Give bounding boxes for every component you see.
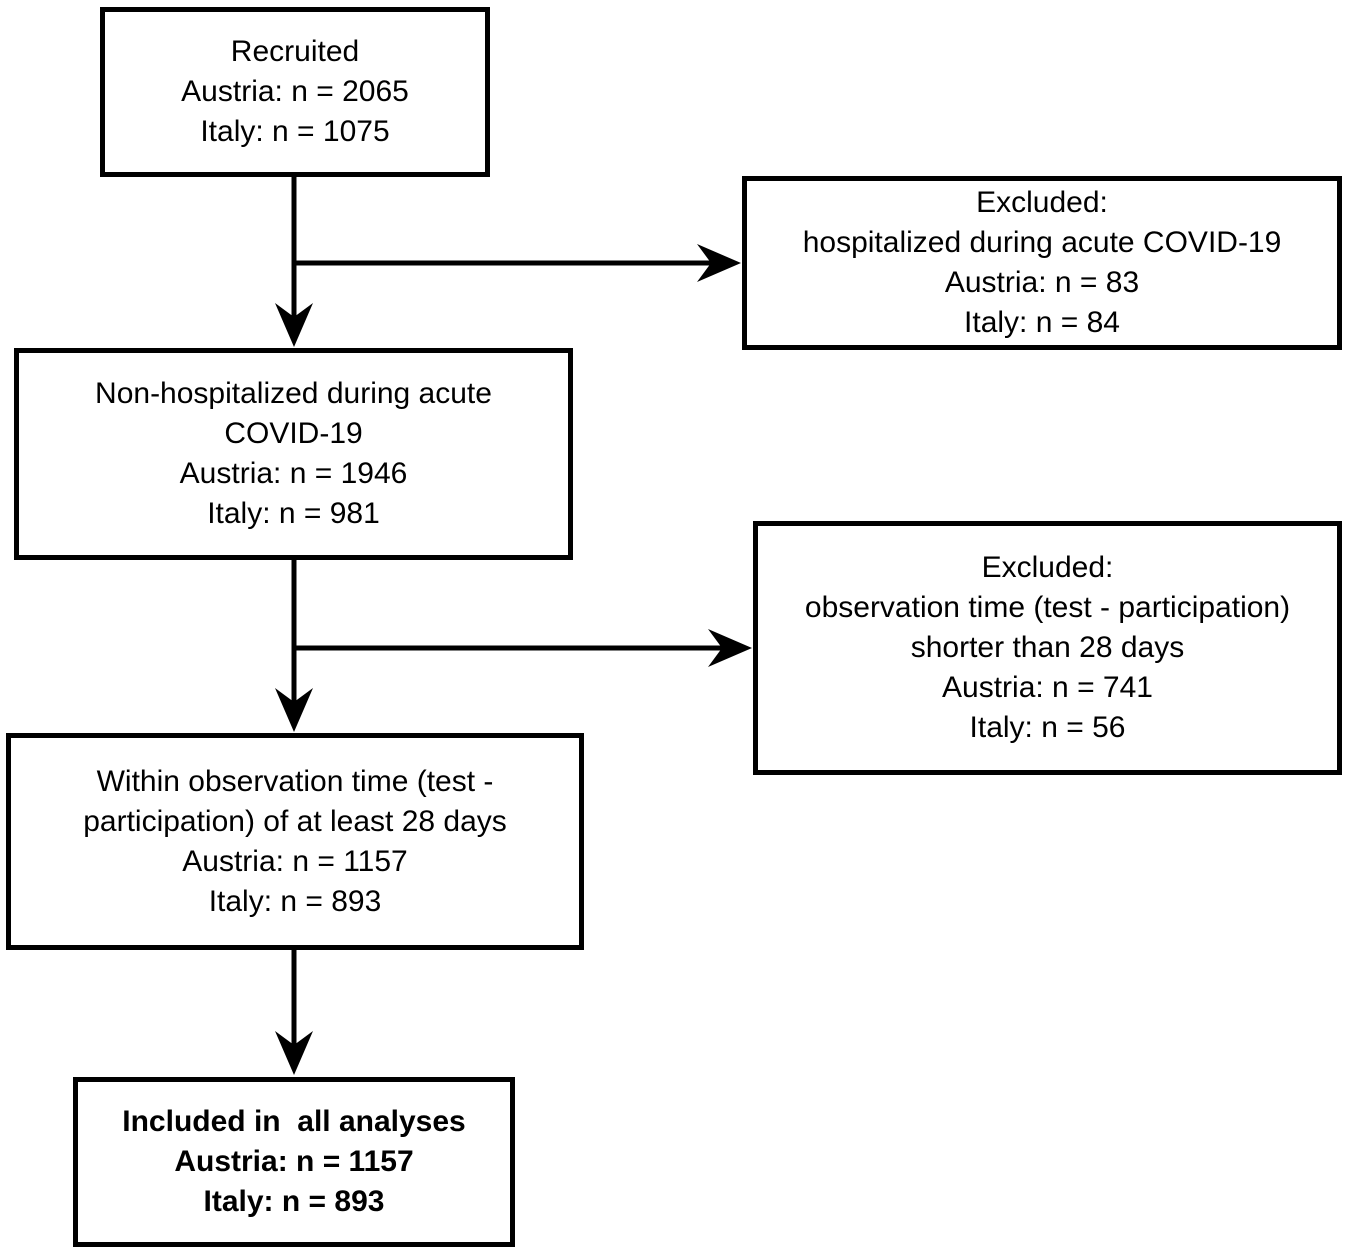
box-text-line: participation) of at least 28 days xyxy=(83,804,507,838)
box-text-line: observation time (test - participation) xyxy=(804,591,1291,624)
box-text-line: Austria: n = 1157 xyxy=(174,1145,414,1178)
box-text-line: Italy: n = 56 xyxy=(969,711,1126,744)
box-text-line: Excluded: xyxy=(981,551,1114,584)
box-text-line: Italy: n = 1075 xyxy=(200,115,390,148)
box-text-line: Austria: n = 83 xyxy=(944,266,1140,299)
box-text-line: Italy: n = 893 xyxy=(203,1185,385,1218)
flow-box-non-hospitalized: Non-hospitalized during acute COVID-19 A… xyxy=(14,348,573,560)
arrowhead-right-icon xyxy=(697,244,741,282)
connector-nonhospitalized-to-withinobservation xyxy=(275,560,313,732)
box-text-line: Included in all analyses xyxy=(122,1105,466,1138)
box-text-line: Non-hospitalized during acute xyxy=(95,377,492,410)
flow-box-recruited: Recruited Austria: n = 2065 Italy: n = 1… xyxy=(100,7,490,177)
box-text-line: Austria: n = 741 xyxy=(942,671,1153,704)
box-text-line: shorter than 28 days xyxy=(910,631,1185,664)
arrowhead-down-icon xyxy=(275,1031,313,1075)
flow-box-excluded-observation: Excluded: observation time (test - parti… xyxy=(753,521,1342,775)
box-text-line: Recruited xyxy=(230,35,360,68)
connector-recruited-to-excluded-hospitalized xyxy=(294,244,741,282)
flow-box-excluded-hospitalized: Excluded: hospitalized during acute COVI… xyxy=(742,176,1342,350)
connector-recruited-to-nonhospitalized xyxy=(275,177,313,347)
box-text-line: Within observation time (test - xyxy=(96,764,494,798)
box-text-line: Austria: n = 1946 xyxy=(179,457,408,490)
flow-box-within-observation: Within observation time (test - particip… xyxy=(6,733,584,950)
box-text-line: Austria: n = 1157 xyxy=(182,844,408,878)
arrowhead-right-icon xyxy=(708,629,752,667)
box-text-line: Italy: n = 84 xyxy=(964,306,1120,339)
arrowhead-down-icon xyxy=(275,303,313,347)
flow-box-included-in-analyses: Included in all analyses Austria: n = 11… xyxy=(73,1077,515,1247)
box-text-line: Italy: n = 981 xyxy=(207,497,380,530)
connector-withinobservation-to-included xyxy=(275,950,313,1075)
arrowhead-down-icon xyxy=(275,688,313,732)
box-text-line: Excluded: xyxy=(976,186,1108,219)
box-text-line: Italy: n = 893 xyxy=(208,884,382,918)
box-text-line: Austria: n = 2065 xyxy=(181,75,409,108)
box-text-line: COVID-19 xyxy=(224,417,363,450)
connector-nonhospitalized-to-excluded-observation xyxy=(294,629,752,667)
box-text-line: hospitalized during acute COVID-19 xyxy=(802,226,1282,259)
